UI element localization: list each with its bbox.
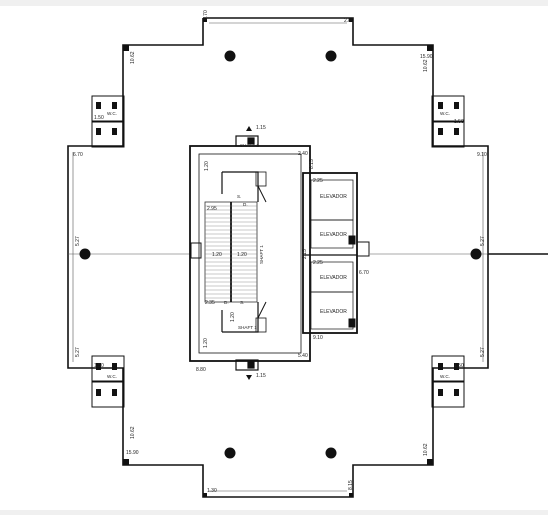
wc-label: W.C. [440,111,450,116]
shaft-label: SHAFT 1 [238,325,257,330]
dim-stair-f: 1.20 [230,312,236,322]
restrooms [91,95,465,408]
dim-right-upper-diag-b: 10.62 [423,59,429,72]
dim-wc-a: 1.50 [94,115,104,121]
dim-core-bottom-right: 5.40 [298,353,308,359]
dim-stair-e: 2.35 [205,300,215,306]
column [325,447,337,459]
shaft-label: SHAFT 1 [240,143,259,148]
dim-core-top: 1.15 [256,125,266,131]
dim-bottom-a: 1.30 [207,488,217,494]
dim-elev-top: 8.15 [309,159,315,169]
wc-label: W.C. [107,111,117,116]
dim-right-mid: 9.10 [477,152,487,158]
elevator-label: ELEVADOR [320,232,347,238]
elevator-bank [190,172,370,334]
wc-top-left-b [91,121,125,148]
room-labels: ELEVADOR ELEVADOR ELEVADOR ELEVADOR [320,194,347,315]
dim-elev-bottom: 9.10 [313,335,323,341]
wc-top-right-b [431,121,465,148]
north-markers [246,126,252,380]
column [470,248,482,260]
column [325,50,337,62]
corner-columns [123,18,433,497]
column [224,50,236,62]
dim-core-top-right: 2.40 [298,151,308,157]
wc-fixtures [96,102,459,396]
wc-bottom-right-a [431,355,465,382]
dim-stair-g: 1.20 [203,338,209,348]
inner-lines [68,22,488,492]
dim-wc-b: 1.50 [454,119,464,125]
dim-elev-small2: 2.25 [313,260,323,266]
dim-elev-side: 6.70 [359,270,369,276]
dim-core-bottom-left: 8.80 [196,367,206,373]
wc-bottom-right-b [431,381,465,408]
shaft-top [235,135,259,147]
elevator-label: ELEVADOR [320,309,347,315]
wc-top-left-a [91,95,125,122]
dim-elev-small: 2.25 [313,178,323,184]
dim-elev-mid: 2.15 [302,249,308,259]
dim-wc-d: 1.50 [454,363,464,369]
dim-stair-d: 1.20 [237,252,247,258]
dim-left-mid: 6.70 [73,152,83,158]
wc-top-right-a [431,95,465,122]
dim-left-lower-diag-b: 15.90 [126,450,139,456]
shaft-bottom [235,359,259,371]
shafts [235,135,259,371]
elevator-label: ELEVADOR [320,194,347,200]
stair-up-label: S. [240,300,244,305]
stair-up-label: S. [237,194,241,199]
dim-bottom-b: 8.15 [348,480,354,490]
dim-left-wing-top: 5.27 [75,236,81,246]
dim-left-lower-diag-a: 10.62 [130,426,136,439]
dim-top-a: 8.70 [203,10,209,20]
dimension-labels: 8.70 2.80 10.62 15.90 10.62 1.15 2.40 6.… [73,10,487,494]
dim-stair-c: 1.20 [212,252,222,258]
wc-label: W.C. [107,374,117,379]
floor-plan-canvas: 8.70 2.80 10.62 15.90 10.62 1.15 2.40 6.… [0,6,548,510]
dim-core-bottom: 1.15 [256,373,266,379]
dim-left-wing-bottom: 5.27 [75,347,81,357]
stair-down-label: D. [243,202,248,207]
wc-label: W.C. [440,374,450,379]
small-labels: SHAFT 1 SHAFT 1 SHAFT 1 W.C. W.C. W.C. W… [107,111,450,379]
column [224,447,236,459]
dim-right-wing-top: 5.27 [480,236,486,246]
dim-left-upper-diag: 10.62 [130,51,136,64]
column [79,248,91,260]
elevator-label: ELEVADOR [320,275,347,281]
dim-stair-b: 2.95 [207,206,217,212]
shaft-label: SHAFT 1 [259,245,264,264]
dim-top-b: 2.80 [344,18,354,24]
dim-stair-a: 1.20 [204,161,210,171]
stair-treads [205,205,257,299]
dim-right-wing-bottom: 5.27 [480,347,486,357]
stairwell [204,171,267,333]
structural-columns [79,50,482,459]
dim-right-lower-diag: 10.62 [423,443,429,456]
wc-bottom-left-a [91,355,125,382]
stair-down-label: D. [224,300,229,305]
floor-plan-drawing: 8.70 2.80 10.62 15.90 10.62 1.15 2.40 6.… [67,10,548,498]
dim-wc-c: 1.50 [94,363,104,369]
outer-wall-bottom [67,254,489,498]
wc-bottom-left-b [91,381,125,408]
dim-right-upper-diag-a: 15.90 [420,54,433,60]
